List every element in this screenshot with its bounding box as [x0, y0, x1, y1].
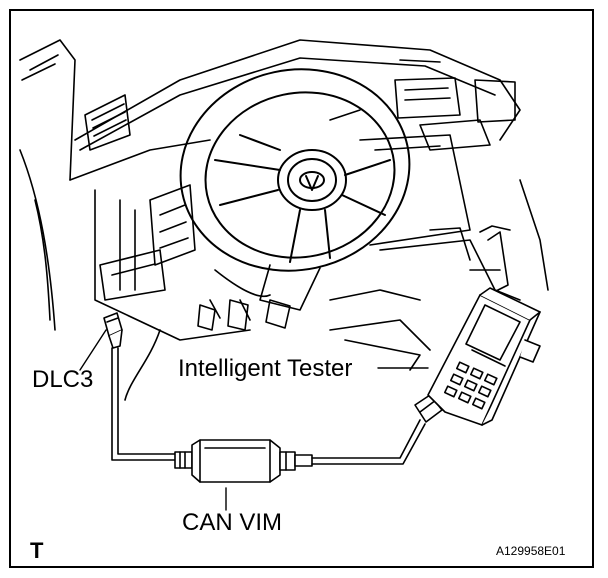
- door-pillar: [19, 39, 76, 331]
- dlc3-label: DLC3: [32, 366, 94, 393]
- figure-code: A129958E01: [496, 544, 566, 558]
- figure-frame: [9, 9, 594, 568]
- dashboard-body: [69, 39, 521, 341]
- cable-dlc3-to-vim: [111, 347, 181, 461]
- left-air-vent: [84, 94, 131, 151]
- center-console: [329, 179, 549, 371]
- pedals: [124, 299, 291, 401]
- dlc3-connector: [103, 312, 123, 349]
- can-vim-label: CAN VIM: [182, 509, 283, 536]
- intelligent-tester-label: Intelligent Tester: [178, 355, 353, 382]
- steering-wheel: [179, 68, 411, 272]
- can-vim-module: [174, 439, 313, 483]
- right-dash-panels: [329, 59, 516, 246]
- steering-column: [209, 264, 321, 321]
- cable-vim-to-tester: [311, 419, 426, 465]
- corner-mark: T: [30, 538, 44, 563]
- intelligent-tester: [414, 287, 541, 426]
- leader-lines: [79, 329, 429, 511]
